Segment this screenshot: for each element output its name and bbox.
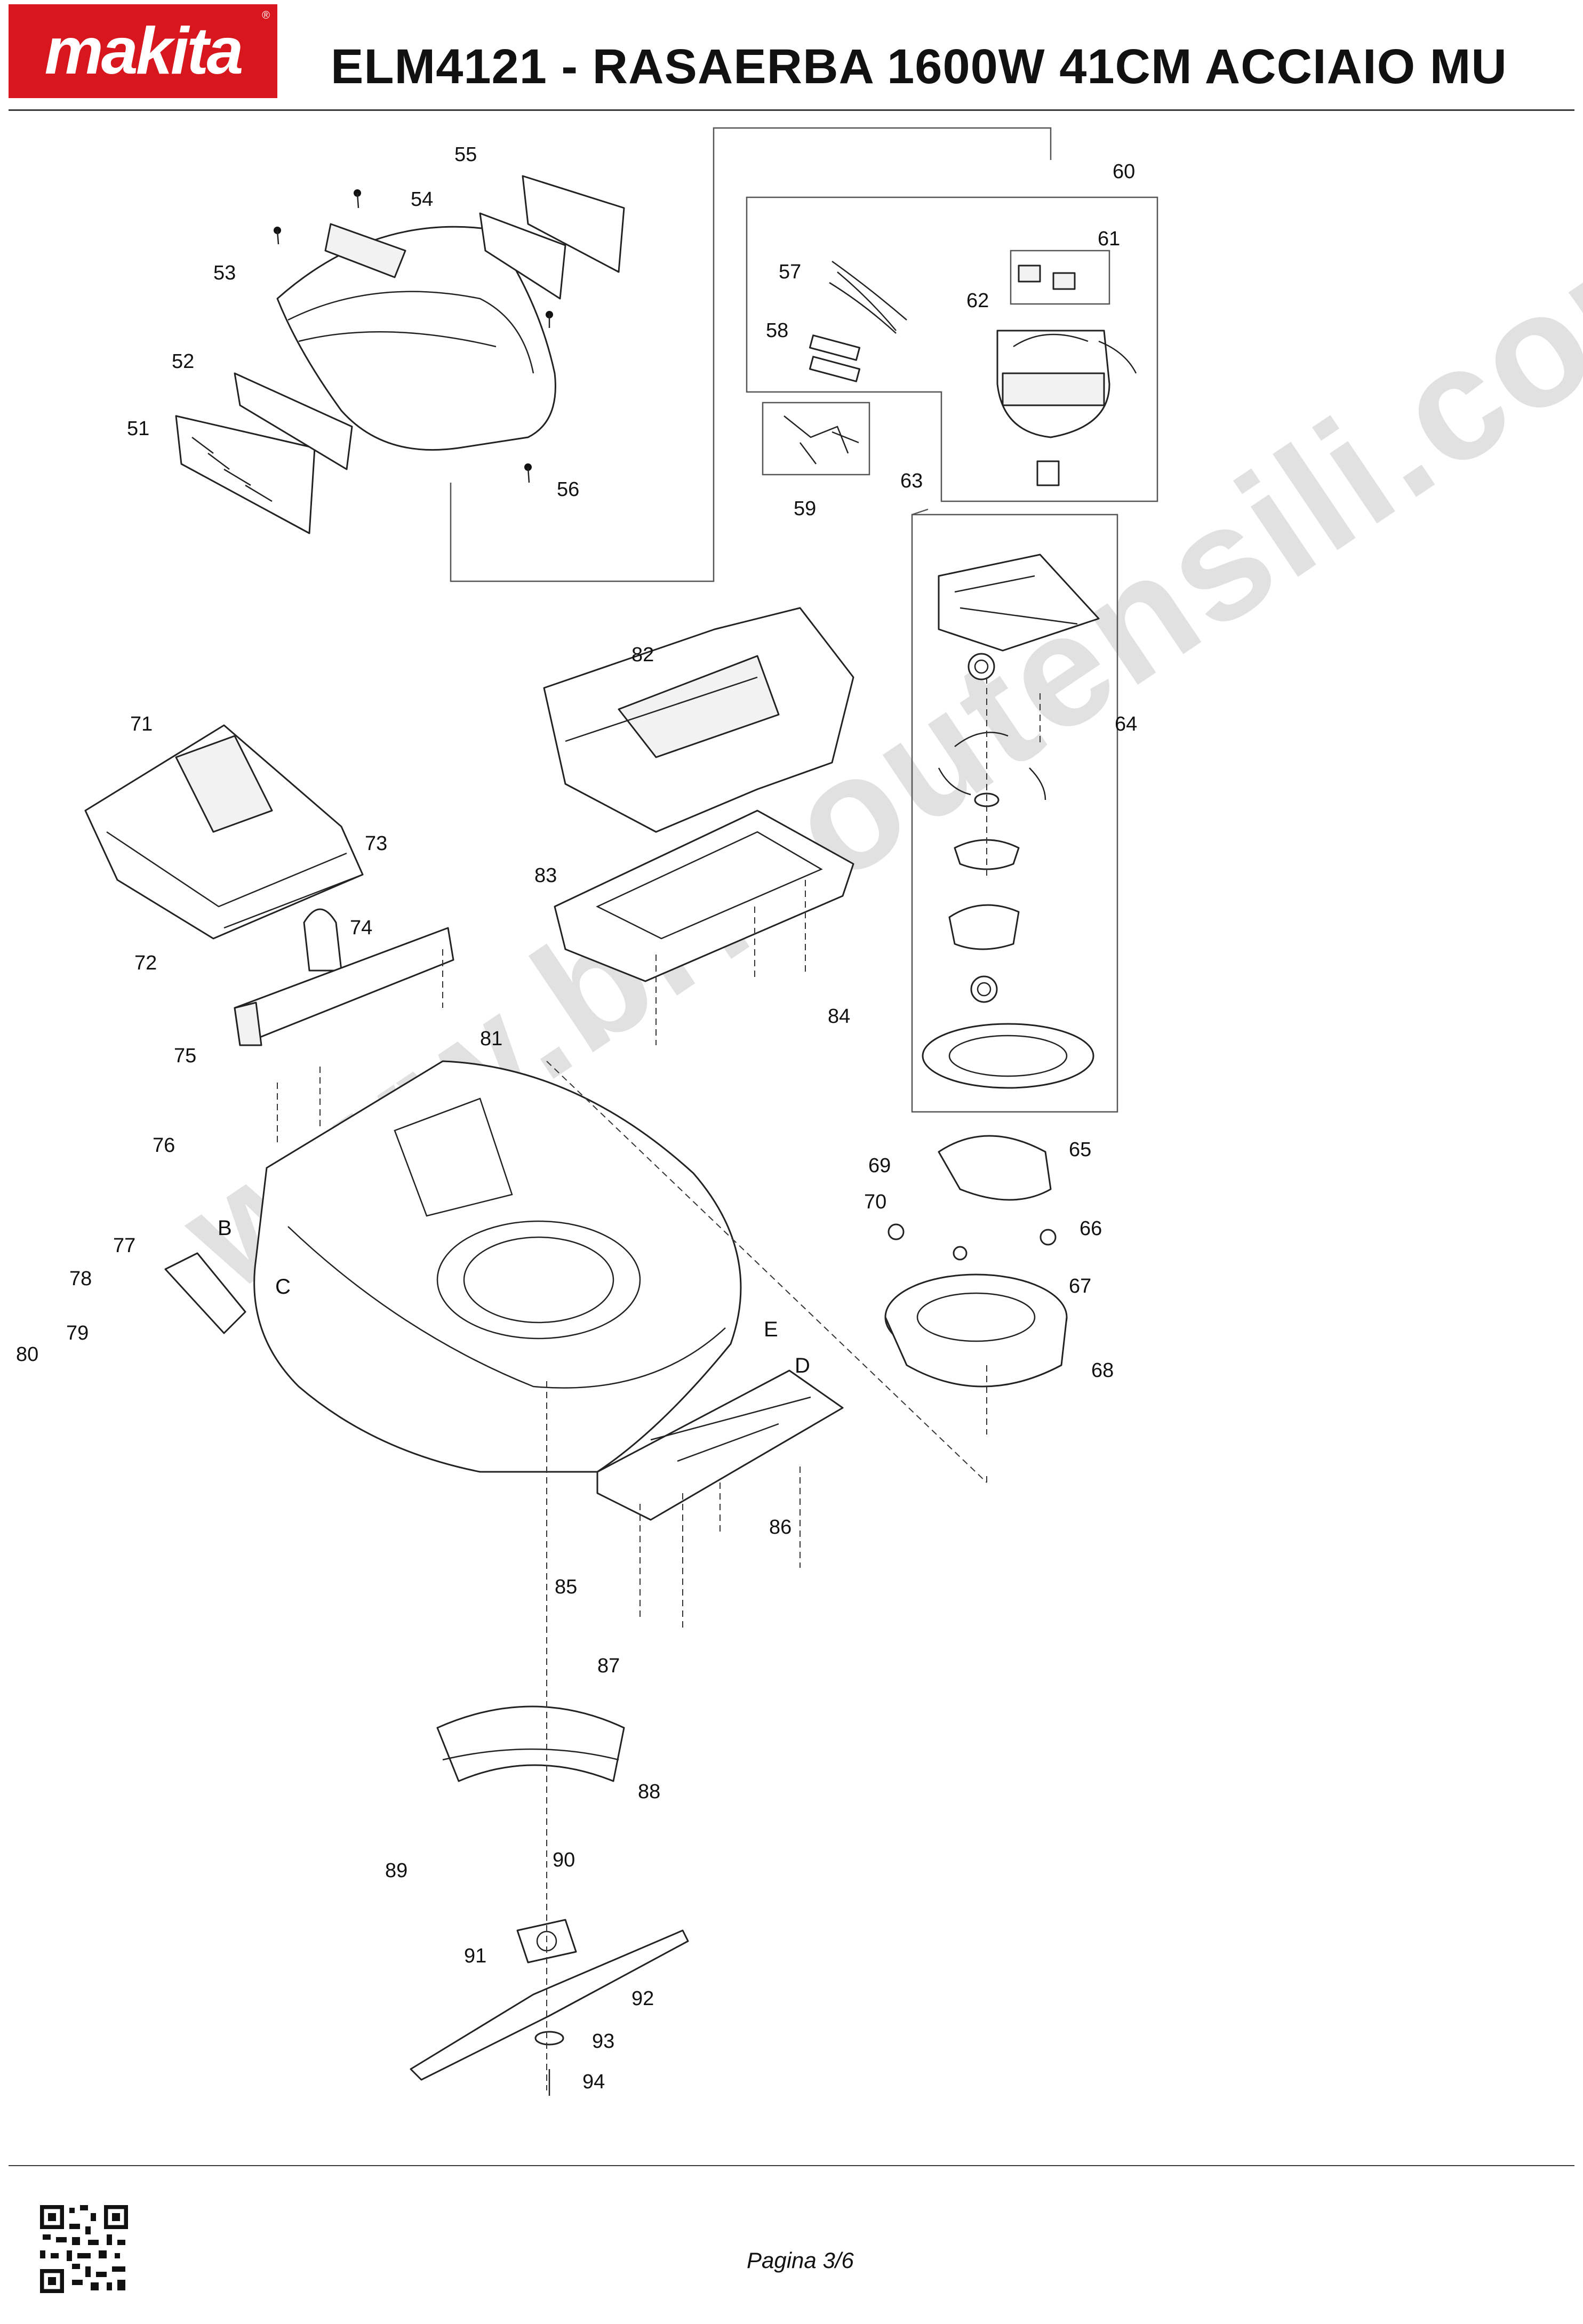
cutting-blade (410, 1929, 689, 2081)
part-label: 61 (1098, 228, 1120, 250)
part-label: 71 (130, 713, 153, 735)
part-label: 76 (153, 1134, 175, 1157)
part-label: 68 (1091, 1359, 1114, 1382)
part-label: 90 (553, 1849, 575, 1871)
part-label: 69 (868, 1155, 891, 1177)
part-label: 56 (557, 478, 579, 501)
part-label: 86 (769, 1516, 791, 1538)
assembly-letter: D (795, 1354, 810, 1377)
part-label: 57 (779, 261, 801, 283)
part-label: 79 (66, 1322, 89, 1344)
footer-divider (9, 2165, 1574, 2166)
part-label: 51 (127, 418, 149, 440)
part-label: 54 (411, 188, 433, 211)
assembly-letter: E (764, 1318, 778, 1341)
part-label: 93 (592, 2030, 614, 2053)
part-label: 73 (365, 832, 387, 855)
part-label: 62 (966, 290, 989, 312)
part-label: 59 (794, 498, 816, 520)
drive-belt (938, 1135, 1052, 1201)
header-divider (9, 109, 1574, 111)
part-label: 83 (534, 864, 557, 887)
assembly-letters: B C D E (218, 1216, 810, 1377)
part-label: 66 (1080, 1217, 1102, 1240)
blade-housing (436, 1705, 625, 1782)
pulley-housing (884, 1223, 1068, 1388)
part-label: 55 (454, 143, 477, 166)
chassis-frame (554, 810, 854, 982)
part-label: 74 (350, 917, 372, 939)
part-label: 87 (597, 1655, 620, 1677)
part-label: 78 (69, 1268, 92, 1290)
screws-top (274, 189, 553, 483)
top-cover (543, 607, 854, 833)
washer (534, 2031, 564, 2046)
part-label: 67 (1069, 1275, 1091, 1297)
mower-deck (164, 1060, 844, 1521)
part-label: 64 (1115, 713, 1137, 735)
assembly-letter: C (275, 1275, 291, 1299)
brand-name: makita (44, 14, 244, 88)
part-label: 77 (113, 1235, 135, 1257)
makita-logo: makita ® (9, 4, 277, 98)
gearbox-assembly (911, 508, 1118, 1113)
assembly-letter: B (218, 1216, 232, 1240)
part-label: 84 (828, 1005, 850, 1028)
part-label: 65 (1069, 1139, 1091, 1161)
part-label: 63 (900, 470, 923, 492)
part-label: 53 (213, 262, 236, 284)
part-label: 72 (134, 952, 157, 974)
motor-group (746, 196, 1158, 502)
part-label: 80 (16, 1343, 38, 1366)
part-label: 82 (631, 644, 654, 666)
page-number: Pagina 3/6 (747, 2248, 854, 2273)
qr-code-icon (37, 2202, 131, 2296)
part-label: 94 (582, 2071, 605, 2093)
alignment-lines (277, 677, 1041, 2090)
part-label: 60 (1113, 161, 1135, 183)
part-label: 81 (480, 1028, 502, 1050)
part-label: 89 (385, 1860, 407, 1882)
part-label: 70 (864, 1191, 886, 1213)
grass-bag-assembly (175, 175, 625, 534)
registered-mark: ® (262, 10, 270, 21)
part-label: 52 (172, 350, 194, 373)
part-labels: 55 54 53 52 51 56 57 58 59 60 61 62 63 6… (16, 143, 1137, 2093)
part-label: 85 (555, 1576, 577, 1598)
page-title: ELM4121 - RASAERBA 1600W 41CM ACCIAIO MU (331, 39, 1507, 94)
part-label: 91 (464, 1945, 486, 1967)
part-label: 92 (631, 1988, 654, 2010)
part-label: 88 (638, 1781, 660, 1803)
part-label: 58 (766, 319, 788, 342)
handle-cover (84, 724, 454, 1046)
part-label: 75 (174, 1045, 196, 1067)
